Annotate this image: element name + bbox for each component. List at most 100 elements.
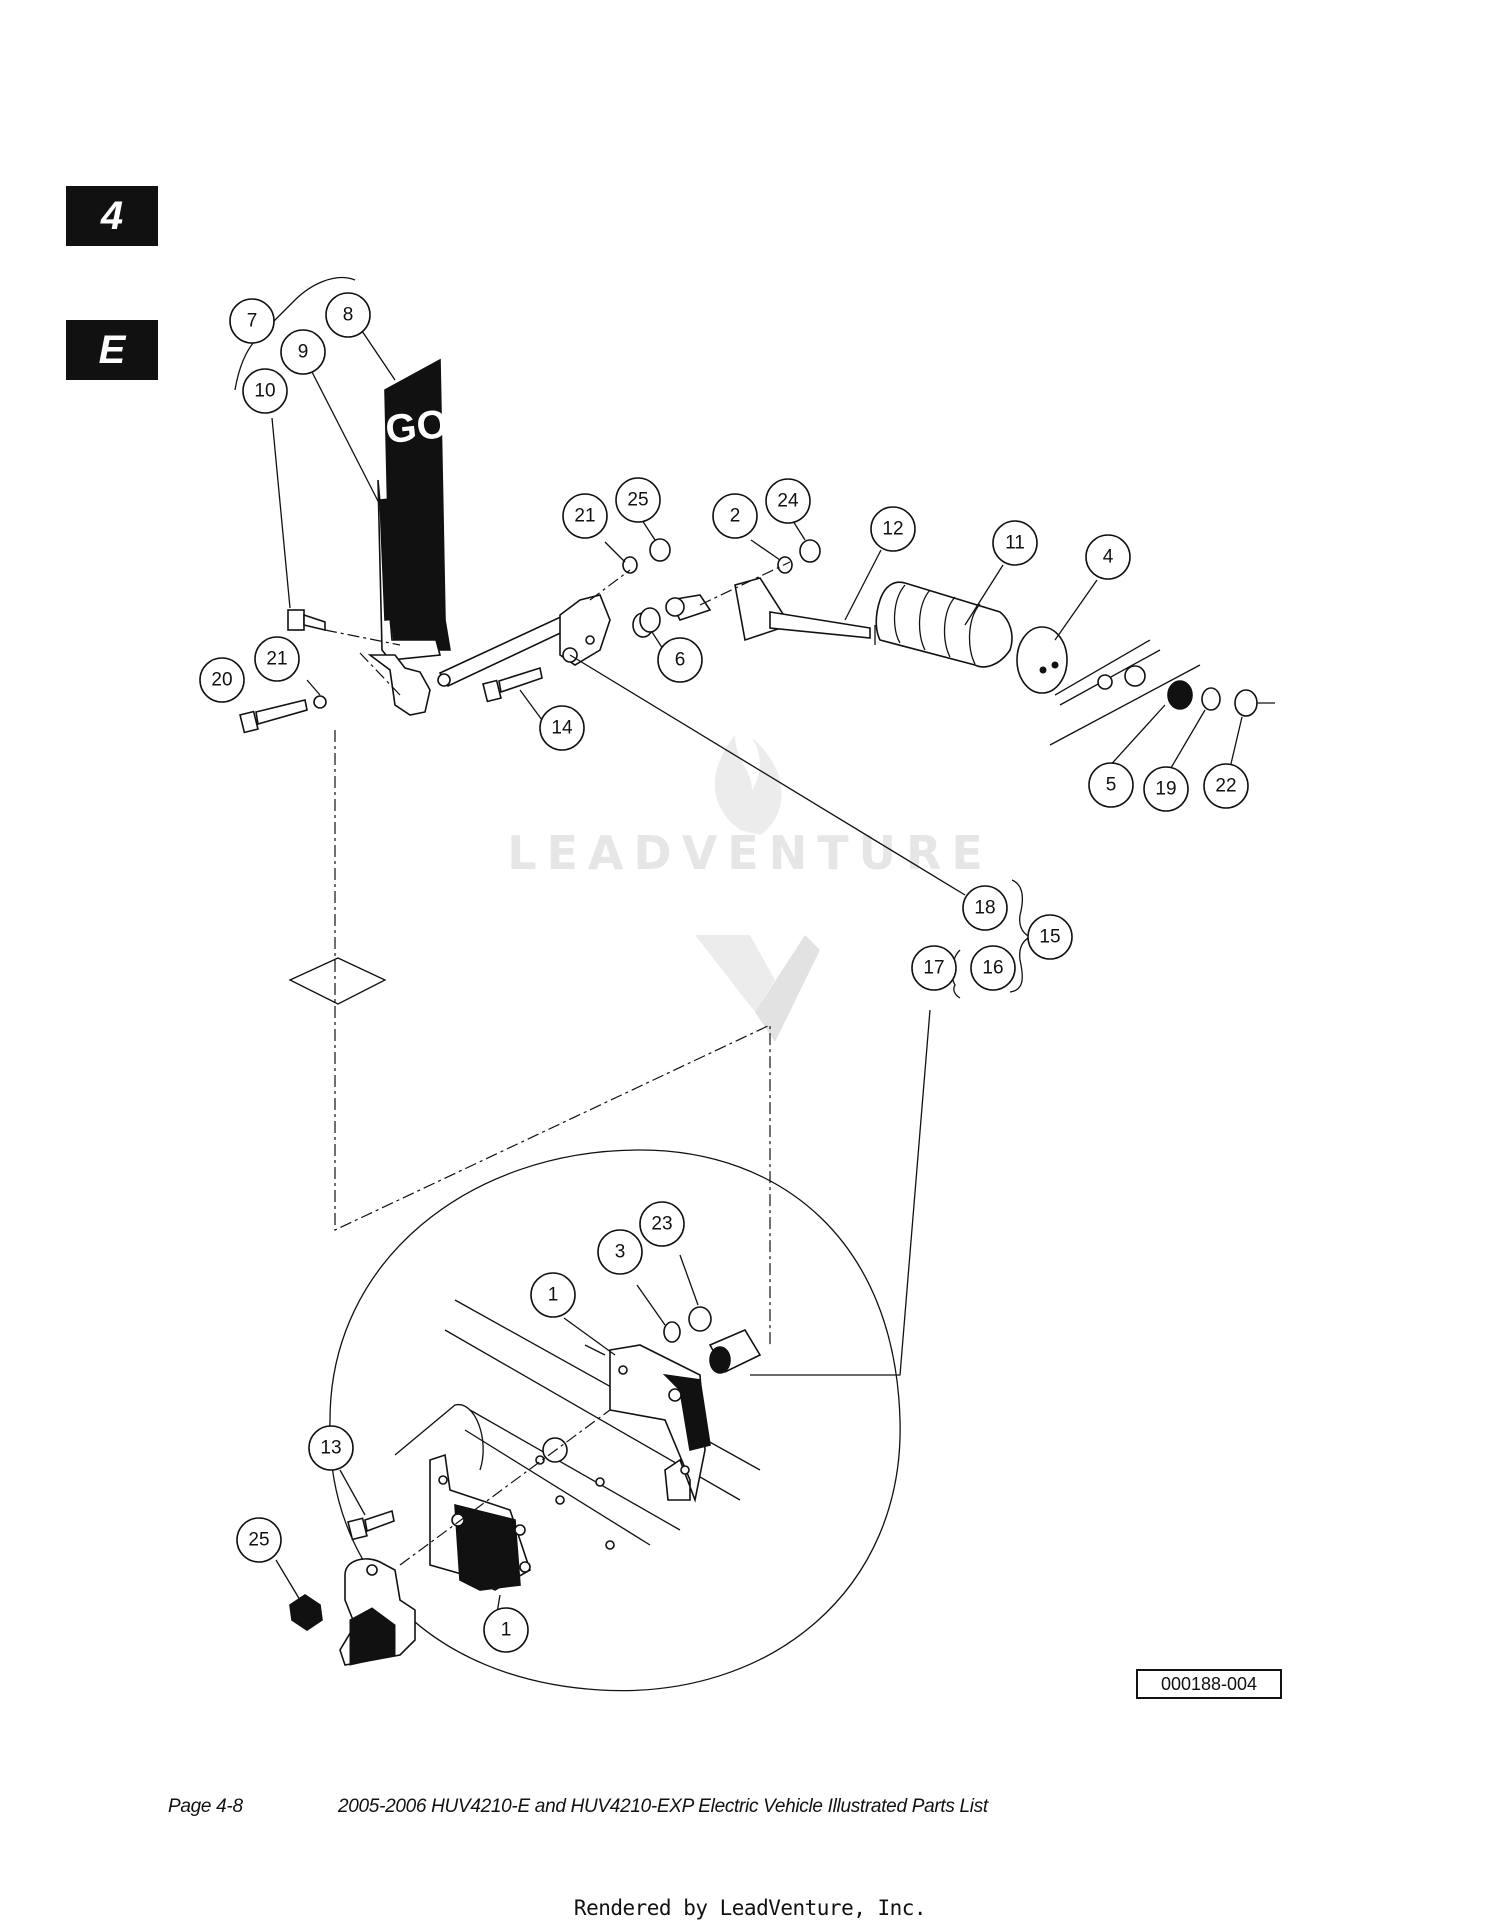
svg-text:22: 22 [1215, 776, 1236, 797]
bracket-1-lower [429, 1453, 531, 1591]
svg-text:15: 15 [1039, 927, 1060, 948]
spacer-6 [632, 607, 661, 638]
callout-25-detail[interactable]: 25 [236, 1517, 282, 1563]
svg-text:4: 4 [1103, 547, 1114, 568]
svg-text:2: 2 [730, 506, 741, 527]
section-tab-e[interactable]: E [66, 320, 158, 380]
nut-22 [1234, 689, 1275, 717]
callout-16[interactable]: 16 [970, 945, 1016, 991]
leader-lines [271, 330, 1243, 1626]
svg-text:10: 10 [254, 381, 275, 402]
svg-text:14: 14 [551, 718, 573, 739]
callout-23[interactable]: 23 [639, 1201, 685, 1247]
svg-text:1: 1 [501, 1620, 512, 1641]
footer-page-number: Page 4-8 [168, 1796, 243, 1817]
detail-leader-17 [750, 1009, 931, 1376]
frame-bracket [1049, 639, 1201, 746]
callout-21-left[interactable]: 21 [254, 636, 300, 682]
callout-1-upper[interactable]: 1 [530, 1272, 576, 1318]
callout-15[interactable]: 15 [1027, 914, 1073, 960]
callout-19[interactable]: 19 [1143, 766, 1189, 812]
pawl-arm [339, 1558, 416, 1666]
callout-5[interactable]: 5 [1088, 762, 1134, 808]
watermark: LEADVENTURE [507, 826, 993, 880]
bolt-10 [287, 609, 326, 632]
alignment-line-pedal [359, 652, 401, 696]
washer-21-left [313, 695, 327, 709]
spring-11 [874, 581, 1013, 668]
bolt-14 [482, 666, 543, 703]
svg-text:7: 7 [247, 311, 258, 332]
callout-13[interactable]: 13 [308, 1425, 354, 1471]
svg-text:9: 9 [298, 342, 309, 363]
callout-14[interactable]: 14 [539, 705, 585, 751]
callout-2[interactable]: 2 [712, 493, 758, 539]
view-plane [288, 957, 387, 1005]
washer-19 [1201, 687, 1221, 711]
washer-21 [622, 556, 638, 574]
svg-text:17: 17 [923, 958, 944, 979]
callout-22[interactable]: 22 [1203, 763, 1249, 809]
brace-7 [234, 276, 356, 391]
spring-cup-4 [1016, 626, 1068, 694]
section-tab-4[interactable]: 4 [66, 186, 158, 246]
callout-4[interactable]: 4 [1085, 534, 1131, 580]
svg-text:12: 12 [882, 519, 903, 540]
rendered-by-credit: Rendered by LeadVenture, Inc. [573, 1896, 927, 1920]
pedal-go-label: GO [383, 402, 449, 452]
alignment-line-rod [589, 569, 631, 601]
callout-12[interactable]: 12 [870, 506, 916, 552]
bolt-20 [239, 699, 308, 734]
spacer-17 [708, 1328, 762, 1374]
section-tab-e-label: E [98, 327, 126, 372]
detail-circle [329, 1149, 901, 1692]
svg-text:23: 23 [651, 1214, 672, 1235]
callout-7[interactable]: 7 [229, 298, 275, 344]
callout-25-top[interactable]: 25 [615, 477, 661, 523]
svg-text:21: 21 [574, 506, 595, 527]
nut-24 [799, 539, 821, 563]
callout-8[interactable]: 8 [325, 292, 371, 338]
nut-23 [688, 1306, 712, 1332]
washer-3 [663, 1321, 681, 1343]
svg-text:21: 21 [266, 649, 287, 670]
footer-document-title: 2005-2006 HUV4210-E and HUV4210-EXP Elec… [338, 1796, 988, 1817]
callout-18[interactable]: 18 [962, 885, 1008, 931]
diagram-reference-number: 000188-004 [1136, 1669, 1282, 1699]
callout-21-top[interactable]: 21 [562, 493, 608, 539]
nut-25 [649, 538, 671, 562]
svg-text:11: 11 [1005, 533, 1025, 554]
svg-text:18: 18 [974, 898, 995, 919]
callout-24[interactable]: 24 [765, 478, 811, 524]
svg-text:20: 20 [211, 670, 232, 691]
alignment-line-rod-2 [699, 561, 791, 606]
svg-text:19: 19 [1155, 779, 1176, 800]
svg-text:1: 1 [548, 1285, 559, 1306]
svg-text:3: 3 [615, 1242, 626, 1263]
bolt-13 [347, 1509, 395, 1541]
cable-rod-end-12 [665, 577, 871, 642]
callout-11[interactable]: 11 [992, 520, 1038, 566]
callout-17[interactable]: 17 [911, 945, 957, 991]
svg-text:25: 25 [627, 490, 648, 511]
section-tab-4-label: 4 [100, 193, 124, 238]
callout-3[interactable]: 3 [597, 1229, 643, 1275]
alignment-line-bolt [324, 629, 401, 646]
svg-text:16: 16 [982, 958, 1003, 979]
nut-5 [1167, 680, 1193, 710]
watermark-logo [695, 735, 820, 1042]
svg-text:6: 6 [675, 650, 686, 671]
callout-20[interactable]: 20 [199, 657, 245, 703]
bracket-1-upper [609, 1344, 711, 1503]
pedal-assembly[interactable]: GO [367, 358, 451, 716]
svg-text:13: 13 [320, 1438, 341, 1459]
callout-10[interactable]: 10 [242, 368, 288, 414]
callout-1-lower[interactable]: 1 [483, 1607, 529, 1653]
nut-25-detail [289, 1594, 323, 1631]
alignment-line-vertical [334, 730, 771, 1345]
callout-6[interactable]: 6 [657, 637, 703, 683]
svg-text:24: 24 [777, 491, 799, 512]
svg-text:5: 5 [1106, 775, 1117, 796]
callout-9[interactable]: 9 [280, 329, 326, 375]
